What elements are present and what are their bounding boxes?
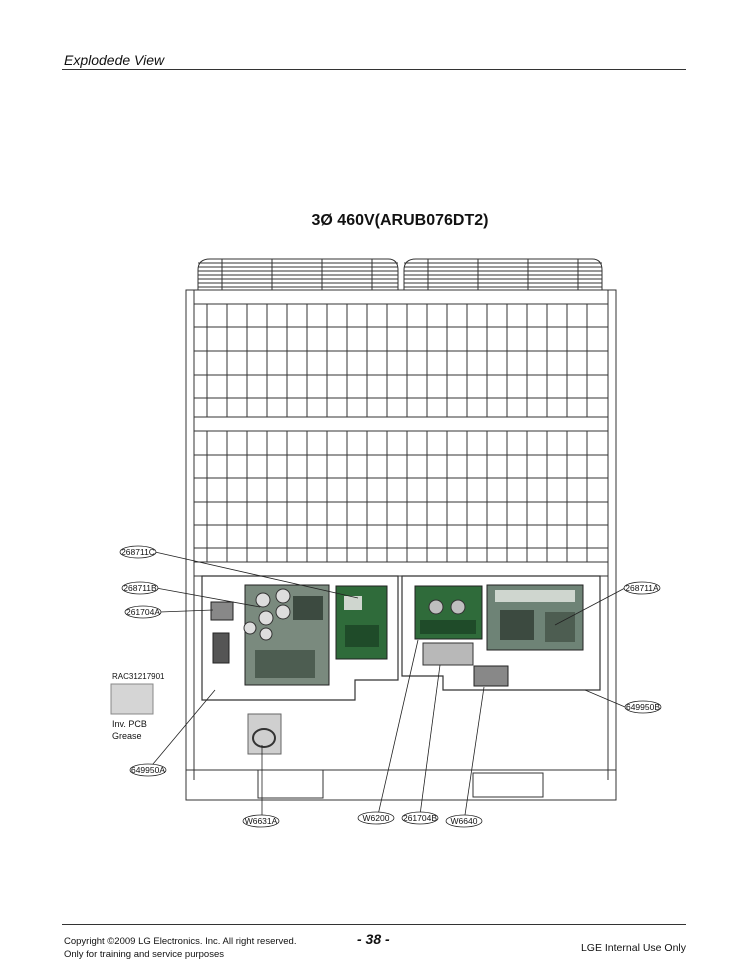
- internal-use-text: LGE Internal Use Only: [580, 942, 686, 954]
- label-261704A: 261704A: [126, 607, 160, 617]
- fuse-261704A: [210, 601, 234, 621]
- main-pcb-left: [335, 585, 388, 660]
- base-slot-left: [257, 769, 324, 799]
- callout-W6640: W6640: [445, 814, 483, 828]
- footer-divider: [62, 924, 686, 925]
- label-649950A: 649950A: [131, 765, 165, 775]
- callout-268711B: 268711B: [121, 581, 159, 595]
- label-W6631A: W6631A: [245, 816, 278, 826]
- header-divider: [62, 69, 686, 70]
- control-box: [201, 575, 601, 701]
- callout-W6631A: W6631A: [242, 814, 280, 828]
- grease-label-line2: Grease: [112, 731, 142, 741]
- callout-649950A: 649950A: [129, 763, 167, 777]
- copyright-text: Copyright ©2009 LG Electronics. Inc. All…: [64, 936, 297, 947]
- reactor-261704B: [422, 642, 474, 666]
- callout-261704A: 261704A: [124, 605, 162, 619]
- footer-copyright-block: Copyright ©2009 LG Electronics. Inc. All…: [64, 935, 296, 961]
- training-text: Only for training and service purposes: [64, 949, 224, 960]
- callout-268711A: 268711A: [623, 581, 661, 595]
- callout-268711C: 268711C: [119, 545, 157, 559]
- leader-lines: [147, 551, 626, 818]
- noise-filter-pcb: [414, 585, 483, 640]
- label-268711B: 268711B: [123, 583, 157, 593]
- section-title: Explodede View: [64, 52, 165, 68]
- grease-label-line1: Inv. PCB: [112, 719, 147, 729]
- inverter-pcb: [243, 584, 330, 686]
- callout-261704B: 261704B: [401, 811, 439, 825]
- fan-guard-left: [197, 258, 399, 290]
- terminal-block-w6640: [473, 665, 509, 687]
- grease-tube: [110, 683, 154, 715]
- harness-w6631A: [247, 713, 282, 755]
- callout-649950B: 649950B: [624, 700, 662, 714]
- fan-guard-right: [403, 258, 603, 290]
- base-slot-right: [472, 772, 544, 798]
- coil-grille: [194, 304, 608, 562]
- diagram-title: 3Ø 460V(ARUB076DT2): [311, 212, 489, 229]
- label-268711A: 268711A: [625, 583, 659, 593]
- label-W6640: W6640: [451, 816, 478, 826]
- callout-W6200: W6200: [357, 811, 395, 825]
- unit-frame: [185, 289, 617, 801]
- label-268711C: 268711C: [121, 547, 155, 557]
- page-number: - 38 -: [357, 931, 390, 947]
- label-W6200: W6200: [363, 813, 390, 823]
- label-261704B: 261704B: [403, 813, 437, 823]
- label-649950B: 649950B: [626, 702, 660, 712]
- relay-block: [212, 632, 230, 664]
- grease-part-code: RAC31217901: [112, 672, 165, 681]
